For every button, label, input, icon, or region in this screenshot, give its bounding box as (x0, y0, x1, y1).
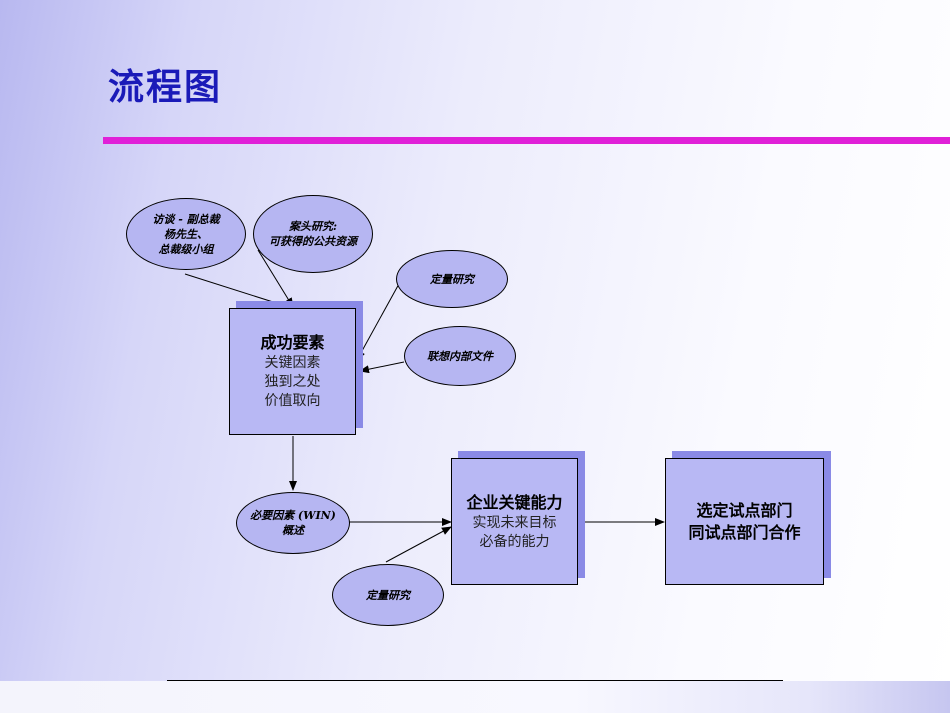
oval-quant-research-2-label: 定量研究 (366, 588, 410, 602)
oval-internal-docs: 联想内部文件 (404, 326, 516, 386)
box-success-factors-face: 成功要素 关键因素 独到之处 价值取向 (229, 308, 356, 435)
footer-rule (167, 680, 783, 681)
box-key-capabilities-line2: 必备的能力 (479, 533, 550, 550)
box-pilot-department-title: 选定试点部门 (696, 500, 793, 520)
oval-interview-line2: 杨先生、 (164, 227, 208, 241)
box-pilot-department-line1: 同试点部门合作 (688, 522, 801, 542)
oval-quant-research-1-label: 定量研究 (430, 272, 474, 286)
title-underline (103, 137, 950, 144)
box-success-factors-line2: 独到之处 (264, 374, 321, 390)
box-success-factors: 成功要素 关键因素 独到之处 价值取向 (229, 301, 363, 435)
arrow-quant2-to-capability (385, 526, 452, 563)
oval-internal-docs-label: 联想内部文件 (427, 349, 493, 363)
oval-interview-line3: 总裁级小组 (158, 242, 214, 256)
box-success-factors-title: 成功要素 (260, 333, 325, 352)
oval-interview-line1: 访谈 - 副总裁 (152, 212, 220, 226)
box-key-capabilities-face: 企业关键能力 实现未来目标 必备的能力 (451, 458, 578, 585)
box-pilot-department: 选定试点部门 同试点部门合作 (665, 451, 831, 585)
oval-desk-research: 案头研究: 可获得的公共资源 (253, 195, 373, 273)
box-success-factors-line1: 关键因素 (264, 355, 321, 371)
oval-win-overview: 必要因素 (WIN) 概述 (236, 492, 350, 554)
box-key-capabilities-line1: 实现未来目标 (472, 514, 557, 531)
oval-win-overview-line1: 必要因素 (WIN) (250, 509, 336, 522)
arrow-desk-to-success (257, 249, 294, 308)
box-key-capabilities-title: 企业关键能力 (466, 492, 563, 512)
oval-quant-research-2: 定量研究 (332, 564, 444, 626)
box-pilot-department-face: 选定试点部门 同试点部门合作 (665, 458, 824, 585)
oval-interview: 访谈 - 副总裁 杨先生、 总裁级小组 (126, 198, 246, 270)
arrow-quant1-to-success (356, 281, 401, 361)
oval-quant-research-1: 定量研究 (396, 250, 508, 308)
box-success-factors-line3: 价值取向 (264, 393, 321, 409)
arrow-docs-to-success (359, 361, 405, 374)
page-title: 流程图 (108, 66, 223, 108)
oval-win-overview-line2: 概述 (282, 524, 304, 537)
oval-desk-research-line2: 可获得的公共资源 (269, 235, 357, 248)
footer-band (0, 681, 950, 713)
box-key-capabilities: 企业关键能力 实现未来目标 必备的能力 (451, 451, 585, 585)
oval-desk-research-line1: 案头研究: (288, 220, 338, 233)
